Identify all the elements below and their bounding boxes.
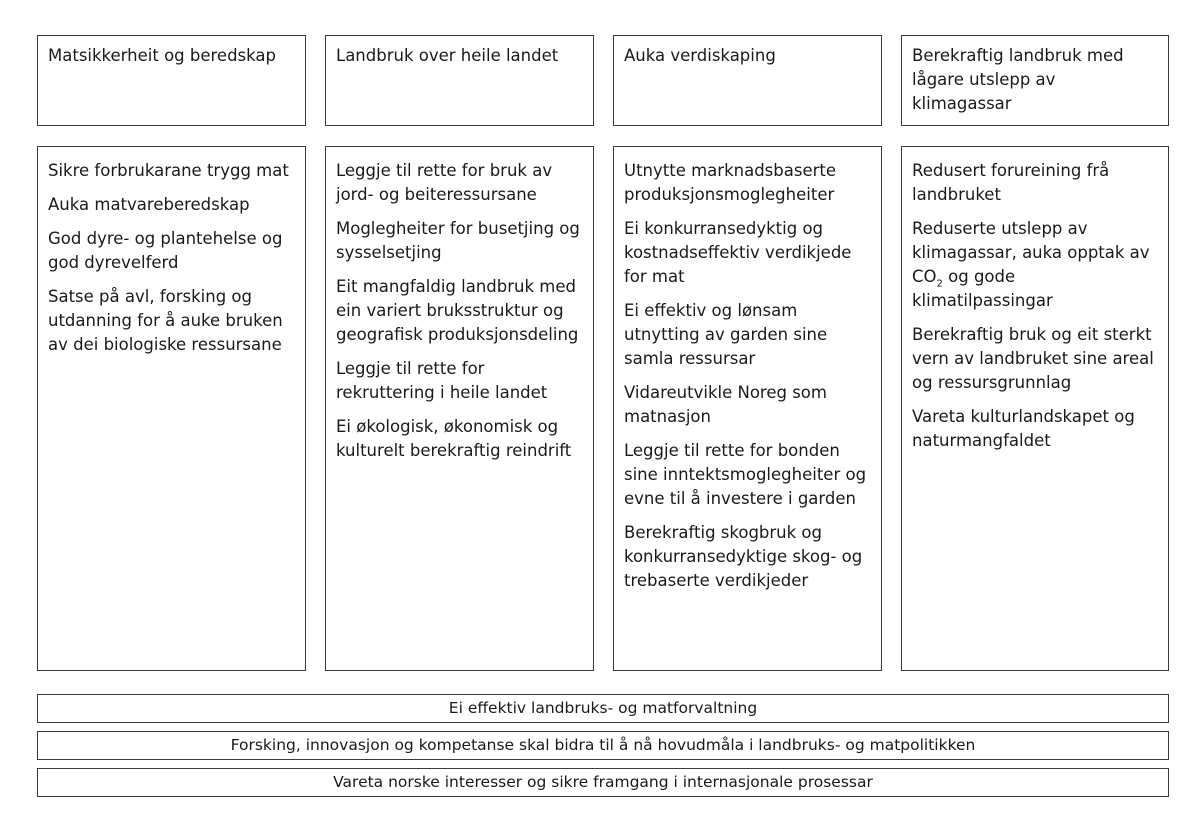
- subgoal-item: Sikre forbrukarane trygg mat: [48, 161, 289, 180]
- subgoal-item: Auka matvareberedskap: [48, 195, 250, 214]
- subgoal-column-1: Sikre forbrukarane trygg mat Auka matvar…: [37, 146, 306, 671]
- crosscutting-bar-international: Vareta norske interesser og sikre framga…: [37, 768, 1169, 797]
- subgoal-item: Berekraftig skogbruk og konkurransedykti…: [624, 523, 863, 590]
- subgoal-item: Vidareutvikle Noreg som matnasjon: [624, 383, 827, 426]
- bar-label: Ei effektiv landbruks- og matforvaltning: [448, 699, 758, 717]
- subgoal-item: Moglegheiter for busetjing og sysselsetj…: [336, 219, 580, 262]
- goal-label: Berekraftig landbruk med lågare utslepp …: [912, 46, 1124, 113]
- subgoal-item: God dyre- og plantehelse og god dyrevelf…: [48, 229, 283, 272]
- subgoal-item: Satse på avl, forsking og utdanning for …: [48, 287, 283, 354]
- goal-box-value-creation: Auka verdiskaping: [613, 35, 882, 126]
- crosscutting-bar-research: Forsking, innovasjon og kompetanse skal …: [37, 731, 1169, 760]
- subgoal-item: Berekraftig bruk og eit sterkt vern av l…: [912, 325, 1154, 392]
- goal-label: Auka verdiskaping: [624, 46, 776, 65]
- subgoal-item: Leggje til rette for rekruttering i heil…: [336, 359, 548, 402]
- goal-label: Landbruk over heile landet: [336, 46, 559, 65]
- goal-box-agriculture-nationwide: Landbruk over heile landet: [325, 35, 594, 126]
- co2-subscript: 2: [936, 278, 943, 290]
- subgoal-column-3: Utnytte marknadsbaserte produksjonsmogle…: [613, 146, 882, 671]
- goal-box-food-security: Matsikkerheit og beredskap: [37, 35, 306, 126]
- subgoal-item: Vareta kulturlandskapet og naturmangfald…: [912, 407, 1135, 450]
- subgoal-item: Leggje til rette for bonden sine inntekt…: [624, 441, 867, 508]
- bar-label: Vareta norske interesser og sikre framga…: [333, 773, 873, 791]
- subgoal-item-co2: Reduserte utslepp av klimagassar, auka o…: [912, 217, 1158, 313]
- subgoal-item: Utnytte marknadsbaserte produksjonsmogle…: [624, 161, 837, 204]
- subgoal-item: Eit mangfaldig landbruk med ein variert …: [336, 277, 579, 344]
- subgoal-item: Ei konkurransedyktig og kostnadseffektiv…: [624, 219, 852, 286]
- co2-text-pre: Reduserte utslepp av klimagassar, auka o…: [912, 219, 1150, 286]
- goal-label: Matsikkerheit og beredskap: [48, 46, 277, 65]
- bar-label: Forsking, innovasjon og kompetanse skal …: [230, 736, 976, 754]
- subgoal-column-2: Leggje til rette for bruk av jord- og be…: [325, 146, 594, 671]
- subgoal-item: Ei effektiv og lønsam utnytting av garde…: [624, 301, 828, 368]
- subgoal-item: Redusert forureining frå landbruket: [912, 161, 1110, 204]
- subgoal-item: Ei økologisk, økonomisk og kulturelt ber…: [336, 417, 572, 460]
- crosscutting-bar-administration: Ei effektiv landbruks- og matforvaltning: [37, 694, 1169, 723]
- subgoal-item: Leggje til rette for bruk av jord- og be…: [336, 161, 553, 204]
- goal-box-sustainable-agriculture: Berekraftig landbruk med lågare utslepp …: [901, 35, 1169, 126]
- co2-text-post: og gode klimatilpassingar: [912, 267, 1053, 310]
- subgoal-column-4: Redusert forureining frå landbruket Redu…: [901, 146, 1169, 671]
